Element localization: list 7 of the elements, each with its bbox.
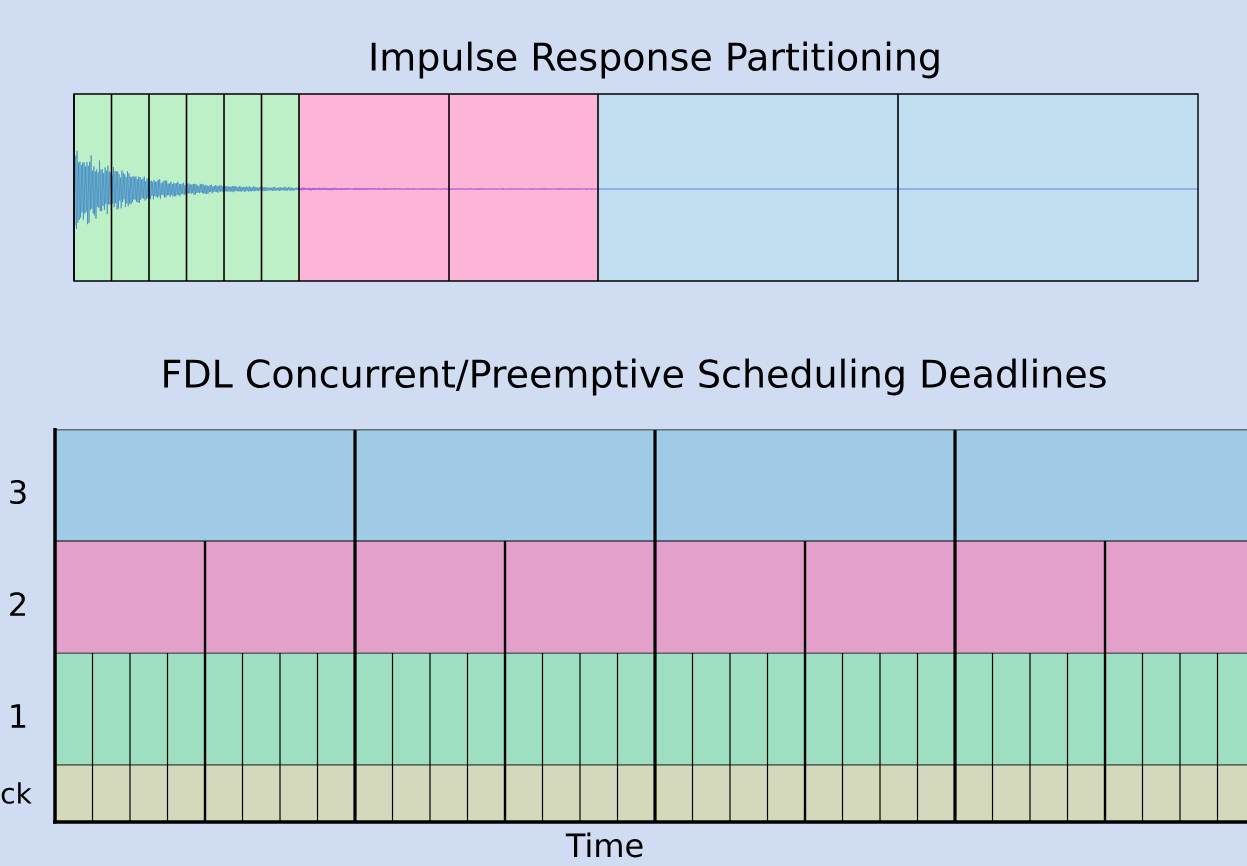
axis-label: Time — [565, 832, 643, 858]
row-label: 2 — [10, 592, 25, 616]
title: Impulse Response Partitioning — [371, 41, 939, 79]
heading: FDL Concurrent/Preemptive Scheduling Deadlines — [164, 358, 1106, 396]
row-label: 3 — [10, 479, 26, 505]
row-label: ck — [1, 782, 32, 804]
row-label: 1 — [11, 704, 26, 728]
